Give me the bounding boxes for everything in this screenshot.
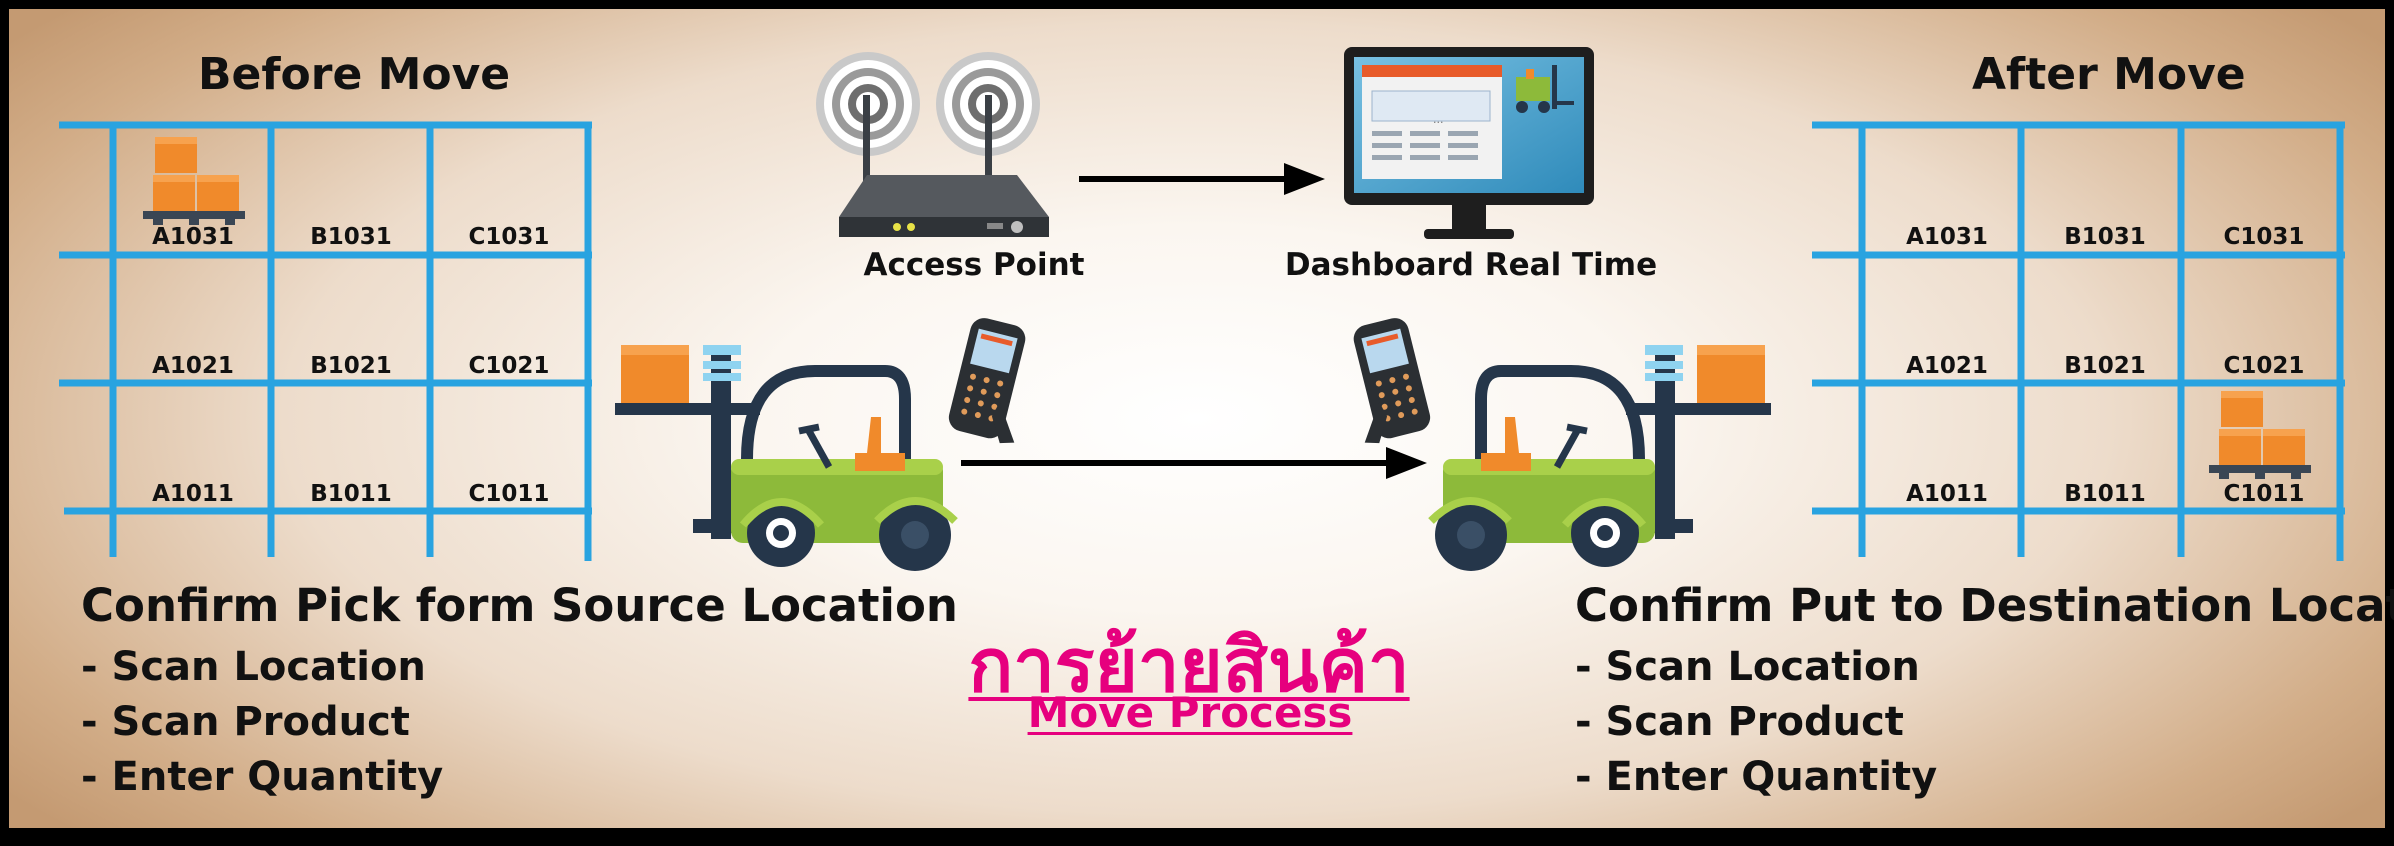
arrow-right-icon: [1079, 163, 1325, 195]
put-destination-block: Confirm Put to Destination Location - Sc…: [1575, 579, 2394, 805]
rack-cell-label: B1011: [310, 481, 392, 507]
rack-cell-label: C1031: [468, 224, 550, 250]
rack-cell-label: B1011: [2064, 481, 2146, 507]
rack-cell-label: B1021: [2064, 353, 2146, 379]
rack-cell-label: C1021: [2223, 353, 2305, 379]
rack-cell-label: C1011: [2223, 481, 2305, 507]
step-item: - Scan Product: [81, 699, 410, 745]
step-item: - Scan Product: [1575, 699, 1904, 745]
right-rack: [1812, 121, 2345, 561]
rack-cell-label: A1031: [1906, 224, 1988, 250]
monitor-icon: [1344, 47, 1594, 239]
title-english: Move Process: [1027, 688, 1353, 737]
arrow-right-icon: [961, 447, 1427, 479]
after-move-heading: After Move: [1972, 49, 2246, 100]
rack-cell-label: A1011: [1906, 481, 1988, 507]
access-point-label: Access Point: [863, 247, 1085, 283]
step-item: - Scan Location: [81, 644, 426, 690]
rack-cell-label: C1011: [468, 481, 550, 507]
router-icon: [839, 95, 1049, 237]
rack-cell-label: B1021: [310, 353, 392, 379]
handheld-scanner-icon: [1353, 318, 1431, 444]
step-item: - Scan Location: [1575, 644, 1920, 690]
rack-cell-label: A1011: [152, 481, 234, 507]
put-destination-title: Confirm Put to Destination Location: [1575, 579, 2394, 632]
rack-cell-label: C1021: [468, 353, 550, 379]
step-item: - Enter Quantity: [1575, 754, 1938, 800]
handheld-scanner-icon: [948, 318, 1026, 444]
forklift-icon: [615, 345, 958, 571]
rack-cell-label: B1031: [310, 224, 392, 250]
box-stack-icon: [2209, 391, 2311, 479]
before-move-heading: Before Move: [198, 49, 511, 100]
forklift-icon: [1428, 345, 1771, 571]
box-stack-icon: [143, 137, 245, 225]
rack-cell-label: A1021: [1906, 353, 1988, 379]
rack-cell-label: C1031: [2223, 224, 2305, 250]
dashboard-screen-text: ...: [1433, 113, 1444, 126]
pick-source-block: Confirm Pick form Source Location - Scan…: [81, 579, 958, 805]
rack-cell-label: A1031: [152, 224, 234, 250]
pick-source-title: Confirm Pick form Source Location: [81, 579, 958, 632]
dashboard-label: Dashboard Real Time: [1284, 247, 1658, 283]
step-item: - Enter Quantity: [81, 754, 444, 800]
title-thai: การย้ายสินค้า: [968, 623, 1410, 709]
left-rack: [59, 121, 592, 561]
rack-cell-label: B1031: [2064, 224, 2146, 250]
rack-cell-label: A1021: [152, 353, 234, 379]
